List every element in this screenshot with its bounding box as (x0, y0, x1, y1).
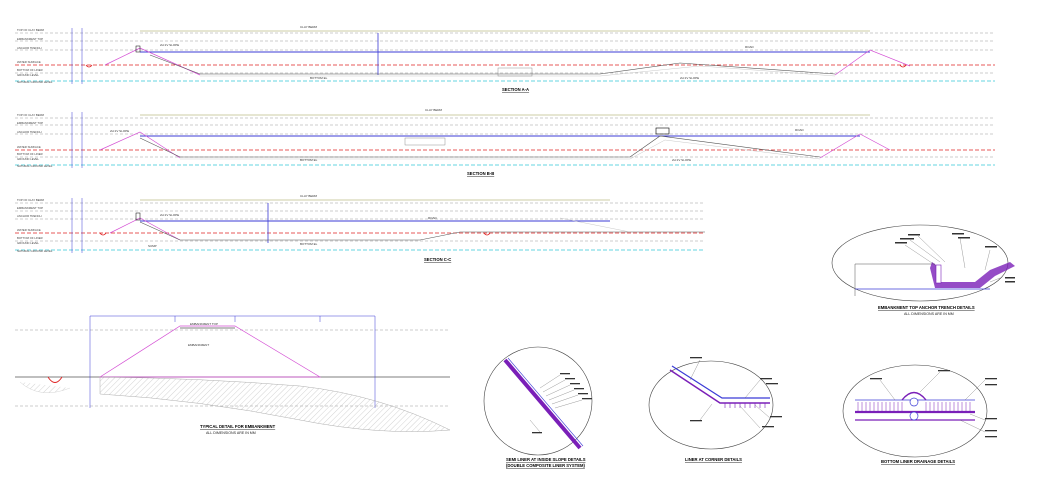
embankment-inner-label: EMBANKMENT (188, 343, 209, 347)
level-label-bottom-of-liner: BOTTOM OF LINER (17, 152, 43, 156)
level-label-ground-level: GROUND LEVEL (17, 241, 39, 245)
note-bottom: BOTTOM EL (300, 158, 318, 162)
level-label-anchor-trench: ANCHOR TRENCH (17, 46, 42, 50)
corner-liner-detail: LINER AT CORNER DETAILS (648, 357, 782, 462)
level-label-bottom-of-liner: BOTTOM OF LINER (17, 236, 43, 240)
level-label-top-of-clay-berm: TOP OF CLAY BERM (17, 28, 45, 32)
note-clay-berm: CLAY BERM (300, 25, 318, 29)
level-label-top-of-clay-berm: TOP OF CLAY BERM (17, 198, 45, 202)
level-label-embankment-top: EMBANKMENT TOP (17, 121, 43, 125)
note-bottom: BOTTOM EL (310, 76, 328, 80)
level-label-ground-level: GROUND LEVEL (17, 73, 39, 77)
note-road: ROAD (428, 216, 438, 220)
level-label-embankment-top: EMBANKMENT TOP (17, 206, 43, 210)
section-c-c: TOP OF CLAY BERM EMBANKMENT TOP ANCHOR T… (15, 194, 705, 262)
section-a-a-caption: SECTION A-A (502, 87, 529, 92)
level-label-water-surface: WATER SURFACE (17, 60, 41, 64)
corner-caption: LINER AT CORNER DETAILS (685, 457, 742, 462)
level-label-anchor-trench: ANCHOR TRENCH (17, 214, 42, 218)
note-bottom: BOTTOM EL (300, 242, 318, 246)
note-slope-right: 2H:1V SLOPE (672, 158, 691, 162)
level-label-water-surface: WATER SURFACE (17, 228, 41, 232)
slope-sub: (DOUBLE COMPOSITE LINER SYSTEM) (506, 463, 585, 468)
note-clay-berm: CLAY BERM (425, 108, 443, 112)
level-label-bottom-of-liner: BOTTOM OF LINER (17, 68, 43, 72)
level-label-natural-ground: NATURAL GROUND LEVEL (17, 80, 53, 84)
level-label-ground-level: GROUND LEVEL (17, 157, 39, 161)
bottom-caption: BOTTOM LINER DRAINAGE DETAILS (881, 459, 955, 464)
level-label-natural-ground: NATURAL GROUND LEVEL (17, 249, 53, 253)
note-sump: SUMP (148, 244, 157, 248)
section-a-a: TOP OF CLAY BERM EMBANKMENT TOP ANCHOR T… (15, 25, 995, 92)
embankment-top-label: EMBANKMENT TOP (190, 322, 218, 326)
level-label-embankment-top: EMBANKMENT TOP (17, 37, 43, 41)
section-c-c-caption: SECTION C-C (424, 257, 451, 262)
level-label-anchor-trench: ANCHOR TRENCH (17, 130, 42, 134)
anchor-trench-detail: EMBANKMENT TOP ANCHOR TRENCH DETAILS ALL… (831, 224, 1015, 316)
embankment-caption: TYPICAL DETAIL FOR EMBANKMENT (200, 424, 276, 429)
note-road: ROAD (745, 45, 755, 49)
slope-liner-detail: SEMI LINER AT INSIDE SLOPE DETAILS (DOUB… (483, 346, 593, 468)
level-label-natural-ground: NATURAL GROUND LEVEL (17, 164, 53, 168)
section-b-b: TOP OF CLAY BERM EMBANKMENT TOP ANCHOR T… (15, 108, 995, 176)
note-slope-left: 2H:1V SLOPE (160, 213, 179, 217)
level-label-top-of-clay-berm: TOP OF CLAY BERM (17, 113, 45, 117)
slope-caption: SEMI LINER AT INSIDE SLOPE DETAILS (506, 457, 586, 462)
note-road: ROAD (795, 128, 805, 132)
section-b-b-caption: SECTION B-B (467, 171, 494, 176)
anchor-trench-sub: ALL DIMENSIONS ARE IN MM (904, 312, 954, 316)
embankment-detail: EMBANKMENT TOP EMBANKMENT TYPICAL DETAIL… (15, 315, 451, 435)
bottom-drainage-detail: BOTTOM LINER DRAINAGE DETAILS (842, 364, 997, 464)
note-slope-right: 2H:1V SLOPE (680, 76, 699, 80)
anchor-trench-caption: EMBANKMENT TOP ANCHOR TRENCH DETAILS (878, 305, 975, 310)
note-slope-left: 2H:1V SLOPE (160, 43, 179, 47)
embankment-sub: ALL DIMENSIONS ARE IN MM (206, 431, 256, 435)
level-label-water-surface: WATER SURFACE (17, 145, 41, 149)
note-slope-left: 2H:1V SLOPE (110, 129, 129, 133)
note-clay-berm: CLAY BERM (300, 194, 318, 198)
